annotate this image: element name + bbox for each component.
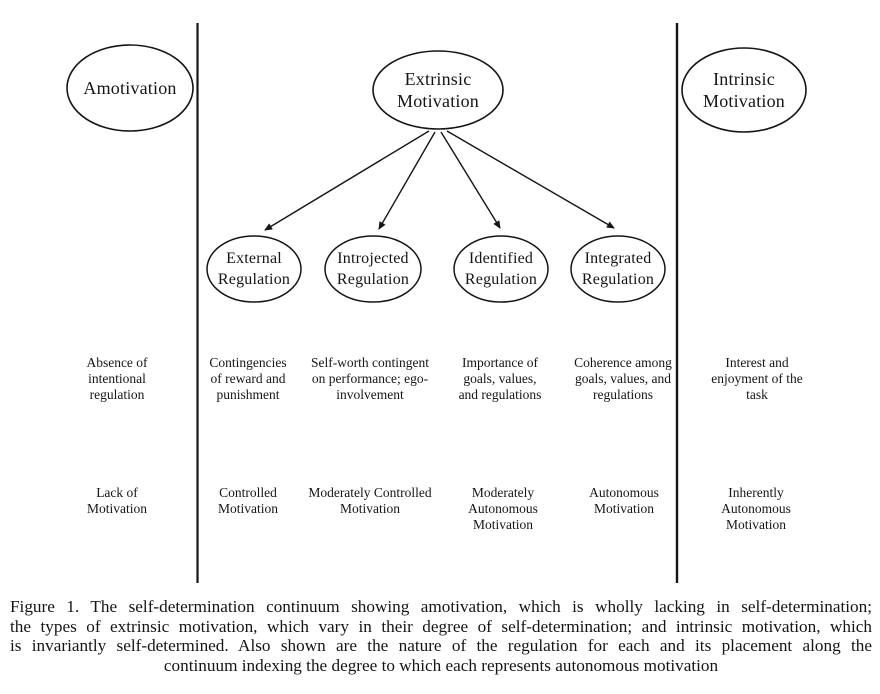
intrinsic-motivation-label: Intrinsic Motivation	[703, 69, 785, 111]
nature-amotivation: Absence of intentional regulation	[86, 355, 148, 402]
external-regulation-ellipse	[206, 235, 302, 303]
motivation-amotivation: Lack of Motivation	[87, 485, 147, 516]
diagram-canvas	[66, 23, 807, 583]
introjected-regulation-ellipse	[324, 235, 422, 303]
intrinsic-motivation-ellipse	[681, 47, 807, 133]
motivation-intrinsic: Inherently Autonomous Motivation	[721, 485, 791, 532]
nature-integrated: Coherence among goals, values, and regul…	[574, 355, 672, 402]
arrow-extrinsic-to-identified	[440, 131, 501, 229]
arrow-extrinsic-to-integrated	[446, 130, 615, 229]
integrated-regulation-label: Integrated Regulation	[581, 250, 655, 288]
amotivation-label: Amotivation	[83, 78, 177, 98]
nature-introjected: Self-worth contingent on performance; eg…	[310, 355, 430, 402]
nature-intrinsic: Interest and enjoyment of the task	[711, 355, 803, 402]
caption-line: is invariantly self-determined. Also sho…	[10, 636, 872, 656]
identified-regulation-ellipse	[453, 235, 549, 303]
caption-line: the types of extrinsic motivation, which…	[10, 616, 872, 636]
motivation-external: Controlled Motivation	[218, 485, 278, 516]
extrinsic-motivation-label: Extrinsic Motivation	[397, 69, 479, 111]
nature-external: Contingencies of reward and punishment	[209, 355, 287, 402]
introjected-regulation-label: Introjected Regulation	[336, 250, 410, 288]
motivation-introjected: Moderately Controlled Motivation	[308, 485, 432, 516]
figure-caption: Figure 1. The self-determination continu…	[10, 597, 872, 675]
integrated-regulation-ellipse	[570, 235, 666, 303]
arrow-extrinsic-to-external	[264, 130, 430, 231]
extrinsic-motivation-ellipse	[372, 50, 504, 130]
caption-line: Figure 1. The self-determination continu…	[10, 597, 872, 616]
nature-identified: Importance of goals, values, and regulat…	[458, 355, 542, 402]
arrow-extrinsic-to-introjected	[378, 131, 436, 230]
external-regulation-label: External Regulation	[217, 250, 291, 288]
motivation-identified: Moderately Autonomous Motivation	[468, 485, 538, 532]
amotivation-ellipse	[66, 44, 194, 132]
caption-line: continuum indexing the degree to which e…	[163, 655, 719, 675]
motivation-integrated: Autonomous Motivation	[589, 485, 659, 516]
identified-regulation-label: Identified Regulation	[464, 250, 538, 288]
